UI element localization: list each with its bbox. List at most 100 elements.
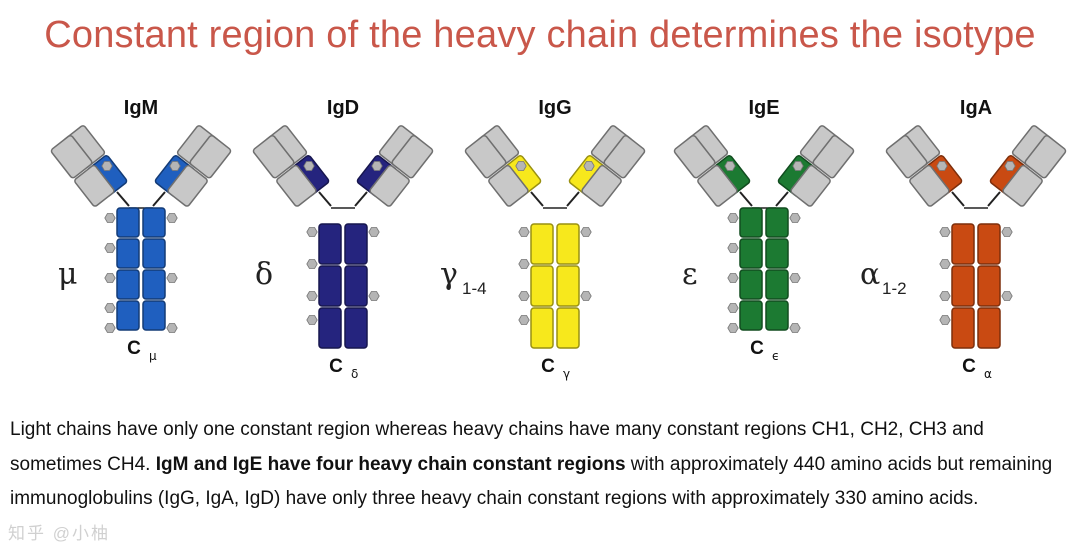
igm-glycan-icon — [104, 213, 116, 223]
ige-glycan-icon — [727, 243, 739, 253]
igm-constant-label: C — [127, 338, 141, 359]
ige-fc-domain-right-1 — [765, 207, 789, 238]
igm-cl-domain — [167, 164, 208, 207]
igm-name-label: IgM — [124, 97, 158, 119]
igg-arm-right — [568, 125, 646, 207]
page-title: Constant region of the heavy chain deter… — [44, 14, 1036, 56]
iga-vl-domain — [885, 134, 928, 179]
igm-glycan-icon — [101, 161, 113, 171]
igm-glycan-icon — [166, 323, 178, 333]
igg-constant-subscript: γ — [563, 367, 570, 381]
ige-chain-symbol: ε — [682, 257, 698, 292]
igg-fc-domain-left-3 — [530, 307, 554, 349]
iga-glycan-icon — [1004, 161, 1016, 171]
igm-fc-domain-right-2 — [142, 238, 166, 269]
igd-name-label: IgD — [327, 97, 359, 119]
ige-vl-domain — [673, 134, 716, 179]
igg-fc-domain-right-2 — [556, 265, 580, 307]
description-bold-text: IgM and IgE have four heavy chain consta… — [155, 453, 626, 475]
igd-glycan-icon — [306, 315, 318, 325]
igd-glycan-icon — [303, 161, 315, 171]
igd-vl-domain — [252, 134, 295, 179]
igm-arm-left — [50, 125, 128, 207]
iga-glycan-icon — [1001, 227, 1013, 237]
igg-cl-domain — [581, 164, 622, 207]
iga-fc-domain-left-1 — [951, 223, 975, 265]
igd-cl-domain — [276, 164, 317, 207]
igm-fc-domain-right-1 — [142, 207, 166, 238]
iga-cl-domain — [909, 164, 950, 207]
ige-hinge-right — [775, 191, 789, 207]
ige-fc-domain-left-3 — [739, 269, 763, 300]
description-paragraph: Light chains have only one constant regi… — [10, 413, 1070, 517]
iga-arm-right — [989, 125, 1067, 207]
description-text-1: Light chains have only one constant regi… — [10, 419, 984, 475]
igg-vl-domain — [464, 134, 507, 179]
iga-fc-domain-right-2 — [977, 265, 1001, 307]
igg-glycan-icon — [518, 315, 530, 325]
iga-fc-domain-right-1 — [977, 223, 1001, 265]
ige-name-label: IgE — [748, 97, 779, 119]
igg-fc-domain-right-1 — [556, 223, 580, 265]
igg-cl-domain — [488, 164, 529, 207]
igd-glycan-icon — [306, 259, 318, 269]
ige-fc-domain-right-4 — [765, 300, 789, 331]
ige-fc-domain-right-3 — [765, 269, 789, 300]
igg-fc-domain-left-1 — [530, 223, 554, 265]
igd-arm-left — [252, 125, 330, 207]
igd-fc-domain-right-1 — [344, 223, 368, 265]
igd-constant-subscript: δ — [351, 367, 358, 381]
ige-cl-domain — [697, 164, 738, 207]
ige-glycan-icon — [727, 303, 739, 313]
igm-glycan-icon — [104, 273, 116, 283]
igd-glycan-icon — [306, 291, 318, 301]
watermark: 知乎 @小柚 — [8, 524, 110, 543]
igd-arm-right — [356, 125, 434, 207]
iga-hinge-left — [951, 191, 965, 207]
iga-constant-label: C — [962, 356, 976, 377]
iga-fc-domain-left-2 — [951, 265, 975, 307]
igd-glycan-icon — [371, 161, 383, 171]
igm-fc-domain-left-3 — [116, 269, 140, 300]
igm-glycan-icon — [166, 273, 178, 283]
ige-glycan-icon — [727, 213, 739, 223]
iga-glycan-icon — [939, 315, 951, 325]
igg-glycan-icon — [518, 227, 530, 237]
ige-glycan-icon — [727, 323, 739, 333]
ige-constant-subscript: ϵ — [772, 349, 779, 363]
igg-glycan-icon — [518, 259, 530, 269]
igd-hinge-left — [318, 191, 332, 207]
igd-fc-domain-left-3 — [318, 307, 342, 349]
igg-glycan-icon — [518, 291, 530, 301]
igm-fc-domain-left-1 — [116, 207, 140, 238]
ige-arm-left — [673, 125, 751, 207]
ige-cl-domain — [790, 164, 831, 207]
igd-glycan-icon — [306, 227, 318, 237]
igd-glycan-icon — [368, 227, 380, 237]
igg-hinge-left — [530, 191, 544, 207]
igg-vl-domain — [603, 134, 646, 179]
igm-hinge-right — [152, 191, 166, 207]
ige-constant-label: C — [750, 338, 764, 359]
iga-glycan-icon — [1001, 291, 1013, 301]
iga-hinge-right — [987, 191, 1001, 207]
igm-cl-domain — [74, 164, 115, 207]
iga-cl-domain — [1002, 164, 1043, 207]
igd-fc-domain-left-1 — [318, 223, 342, 265]
iga-fc-domain-right-3 — [977, 307, 1001, 349]
igm-fc-domain-left-2 — [116, 238, 140, 269]
iga-fc-domain-left-3 — [951, 307, 975, 349]
igm-fc-domain-right-3 — [142, 269, 166, 300]
description-text-2: with approximately 440 amino acids but r… — [10, 453, 1053, 510]
ige-glycan-icon — [792, 161, 804, 171]
iga-glycan-icon — [939, 291, 951, 301]
igm-hinge-left — [116, 191, 130, 207]
igd-glycan-icon — [368, 291, 380, 301]
igd-fc-domain-left-2 — [318, 265, 342, 307]
